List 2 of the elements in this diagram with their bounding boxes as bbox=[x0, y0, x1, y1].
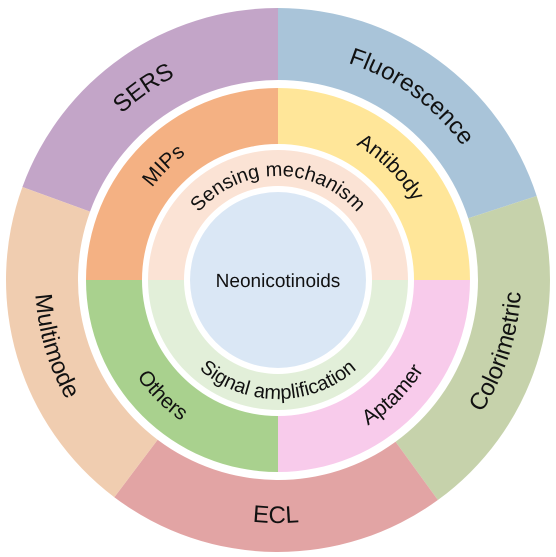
segment-label: ECL bbox=[252, 500, 300, 530]
center-label: Neonicotinoids bbox=[216, 271, 340, 292]
